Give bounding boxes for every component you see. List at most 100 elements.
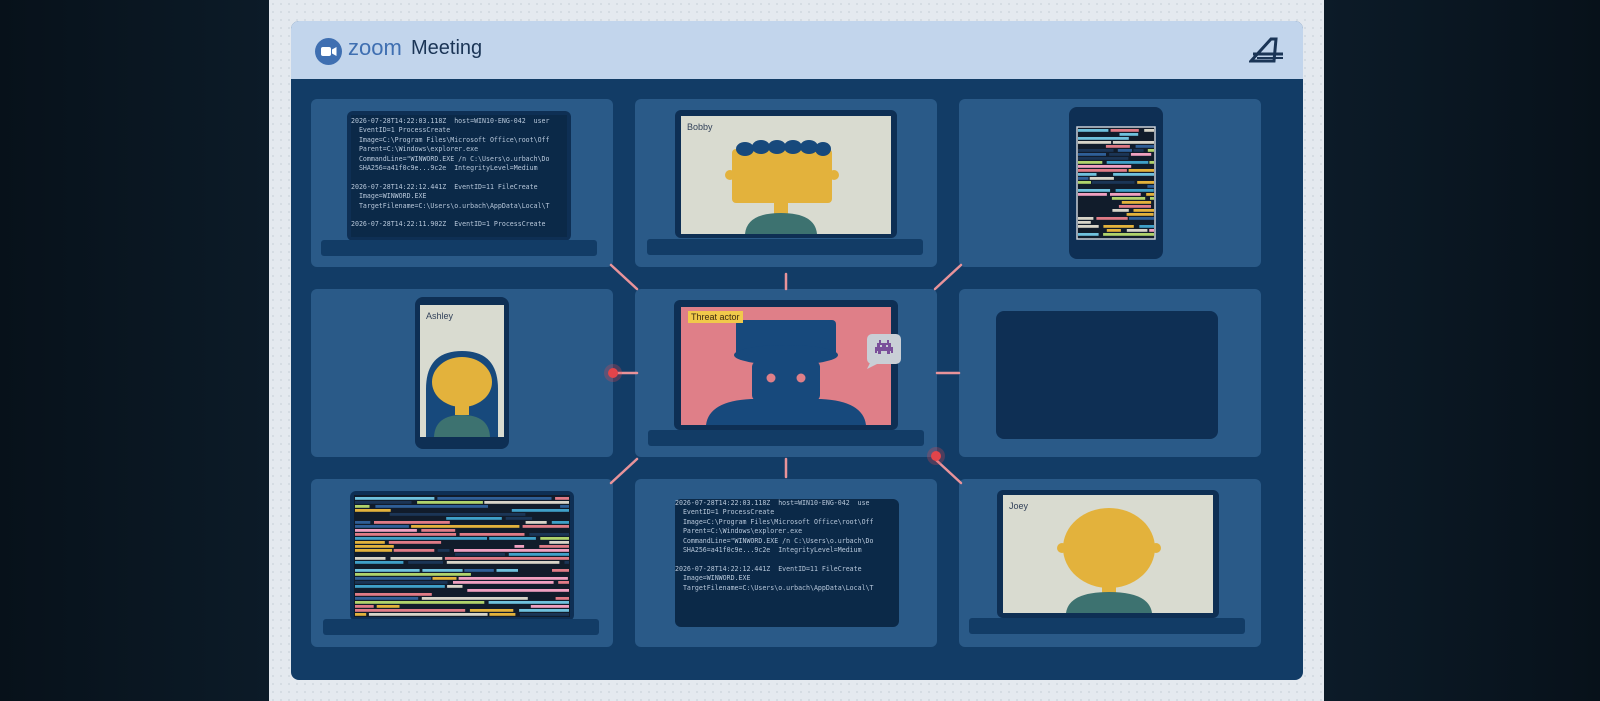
glitch-line [355, 573, 471, 576]
glitch-line [355, 505, 370, 508]
glitch-line [555, 597, 569, 600]
glitch-line [355, 601, 485, 604]
glitch-line [469, 609, 514, 612]
glitch-line [1078, 221, 1091, 224]
glitch-lines-bottom-left [355, 497, 569, 616]
glitch-line [355, 597, 419, 600]
glitch-line [1113, 173, 1154, 176]
glitch-line [1144, 129, 1154, 132]
glitch-line [1078, 173, 1097, 176]
glitch-line [355, 533, 457, 536]
glitch-line [1133, 149, 1144, 152]
camera-icon[interactable] [315, 38, 342, 65]
glitch-line [508, 553, 569, 556]
glitch-line [437, 497, 552, 500]
glitch-line [539, 545, 569, 548]
glitch-line [375, 505, 488, 508]
space-invader-icon [867, 334, 901, 369]
glitch-line [1078, 225, 1099, 228]
glitch-line [1078, 141, 1112, 144]
logo-a-icon [1247, 37, 1285, 68]
glitch-line [355, 585, 445, 588]
threat-actor-badge: Threat actor [688, 311, 743, 323]
glitch-line [1111, 197, 1146, 200]
glitch-line [459, 533, 525, 536]
glitch-line [1126, 213, 1154, 216]
zoom-wordmark: zoom [348, 35, 402, 60]
phone-ashley [415, 297, 509, 449]
glitch-line [1106, 229, 1121, 232]
glitch-line [1089, 177, 1114, 180]
glitch-line [467, 589, 569, 592]
left-backdrop [0, 0, 269, 701]
glitch-line [422, 569, 463, 572]
laptop-bobby [647, 110, 923, 255]
glitch-line [1078, 153, 1106, 156]
glitch-line [355, 537, 487, 540]
glitch-line [1150, 197, 1154, 200]
glitch-line [555, 497, 569, 500]
glitch-line [1078, 149, 1114, 152]
glitch-line [1133, 209, 1154, 212]
glitch-line [489, 537, 536, 540]
laptop-joey [969, 490, 1245, 634]
glitch-line [529, 533, 569, 536]
glitch-line [1110, 129, 1139, 132]
glitch-line [355, 609, 466, 612]
laptop-log-bottom-center [675, 499, 899, 627]
glitch-line [1078, 157, 1129, 160]
glitch-line [540, 537, 569, 540]
participant-name-joey: Joey [1009, 501, 1029, 511]
glitch-line [393, 549, 435, 552]
glitch-line [1103, 233, 1154, 236]
glitch-line [522, 525, 569, 528]
glitch-line [355, 501, 412, 504]
glitch-line [446, 517, 502, 520]
glitch-line [1078, 137, 1129, 140]
glitch-line [453, 581, 554, 584]
glitch-line [1078, 233, 1099, 236]
glitch-line [564, 561, 569, 564]
blank-screen [996, 311, 1218, 439]
log-text-top-left: 2026-07-28T14:22:03.118Z host=WIN10-ENG-… [351, 117, 550, 229]
glitch-line [355, 581, 448, 584]
glitch-line [1128, 169, 1154, 172]
glitch-line [376, 605, 400, 608]
right-backdrop [1324, 0, 1600, 701]
alert-dots [604, 364, 945, 465]
glitch-line [484, 501, 569, 504]
glitch-line [505, 517, 533, 520]
glitch-line [411, 525, 520, 528]
glitch-line [519, 609, 569, 612]
glitch-line [368, 613, 488, 616]
glitch-line [355, 541, 385, 544]
laptop-log-top-left [321, 111, 597, 256]
log-text-bottom-center: 2026-07-28T14:22:03.118Z host=WIN10-ENG-… [675, 499, 874, 592]
glitch-line [558, 581, 569, 584]
glitch-line [1109, 153, 1130, 156]
glitch-line [1106, 161, 1149, 164]
glitch-line [549, 541, 569, 544]
glitch-line [1118, 205, 1151, 208]
glitch-line [421, 529, 456, 532]
glitch-line [1137, 181, 1154, 184]
glitch-line [560, 505, 569, 508]
glitch-line [1130, 153, 1152, 156]
glitch-line [1103, 225, 1134, 228]
glitch-line [446, 561, 560, 564]
glitch-line [1078, 181, 1091, 184]
glitch-line [551, 521, 569, 524]
glitch-line [390, 557, 443, 560]
connection-lines [609, 263, 963, 485]
laptop-threat-actor [648, 300, 924, 446]
glitch-line [355, 521, 371, 524]
meeting-window: zoom Meeting [291, 21, 1303, 680]
glitch-line [355, 549, 393, 552]
glitch-line [552, 569, 569, 572]
glitch-line [1078, 193, 1107, 196]
glitch-line [489, 613, 516, 616]
glitch-line [530, 605, 569, 608]
glitch-line [355, 557, 386, 560]
glitch-line [1078, 165, 1132, 168]
glitch-line [388, 541, 442, 544]
